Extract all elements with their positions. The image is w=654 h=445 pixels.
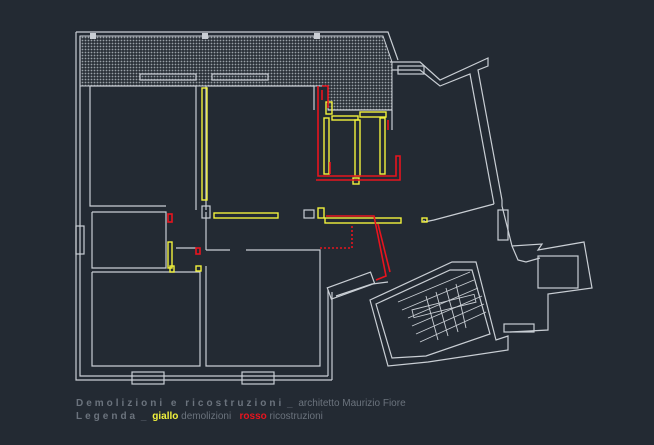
demolition-walls: [167, 87, 428, 273]
caption-title: Demolizioni e ricostruzioni: [76, 398, 285, 409]
walls: [75, 31, 593, 385]
legend-yellow-word: giallo: [152, 411, 179, 422]
legend-red-word: rosso: [239, 411, 267, 422]
reconstruction-walls: [167, 85, 401, 281]
caption-author: architetto Maurizio Fiore: [298, 398, 406, 409]
terrace-hatch: [79, 35, 393, 111]
legend-red-meaning: ricostruzioni: [269, 411, 323, 422]
legend-yellow-meaning: demolizioni: [181, 411, 232, 422]
terrace-notch: [314, 33, 320, 39]
caption-legend-line: Legenda _ giallo demolizioni rosso ricos…: [76, 411, 323, 422]
terrace-notch: [202, 33, 208, 39]
caption-separator: _: [287, 398, 296, 409]
legend-separator: _: [140, 411, 150, 422]
legend-label: Legenda: [76, 411, 139, 422]
terrace-notch: [90, 33, 96, 39]
caption-title-line: Demolizioni e ricostruzioni _ architetto…: [76, 398, 406, 409]
